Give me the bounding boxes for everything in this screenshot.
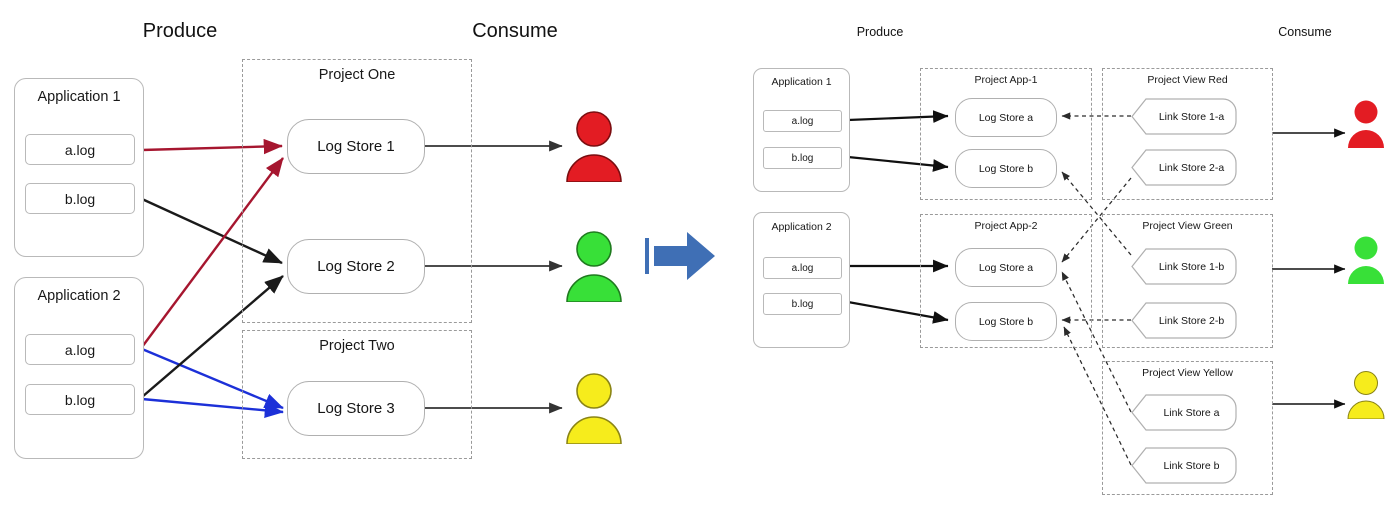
left-consume-header: Consume	[472, 20, 558, 42]
right-link-store-1-b[interactable]: Link Store 1-b	[1131, 248, 1238, 285]
left-application-2-title: Application 2	[37, 288, 121, 304]
right-project-view-yellow-title: Project View Yellow	[1142, 367, 1233, 379]
right-link-store-2-a-label: Link Store 2-a	[1158, 161, 1225, 174]
right-link-store-2-b[interactable]: Link Store 2-b	[1131, 302, 1238, 339]
right-project-app-2[interactable]: Project App-2	[920, 214, 1092, 348]
left-application-1-title: Application 1	[37, 89, 121, 105]
left-project-one-title: Project One	[318, 67, 396, 83]
right-link-store-1-a[interactable]: Link Store 1-a	[1131, 98, 1238, 135]
right-app2-log-store-a[interactable]: Log Store a	[955, 248, 1057, 287]
right-project-view-red-title: Project View Red	[1147, 74, 1228, 86]
right-project-view-green-title: Project View Green	[1142, 220, 1233, 232]
left-project-two[interactable]: Project Two	[242, 330, 472, 459]
right-application-1-title: Application 1	[771, 76, 832, 88]
right-link-store-2-a[interactable]: Link Store 2-a	[1131, 149, 1238, 186]
left-application-1[interactable]: Application 1 a.log b.log	[14, 78, 144, 257]
left-consumer-yellow	[562, 370, 626, 445]
right-link-store-a-label: Link Store a	[1163, 406, 1220, 419]
right-link-store-b-label: Link Store b	[1163, 459, 1220, 472]
right-project-view-red[interactable]: Project View Red	[1102, 68, 1273, 200]
right-project-app-1-title: Project App-1	[974, 74, 1038, 86]
left-application-2[interactable]: Application 2 a.log b.log	[14, 277, 144, 459]
right-produce-header: Produce	[856, 25, 904, 39]
right-project-app-2-title: Project App-2	[974, 220, 1038, 232]
left-project-two-title: Project Two	[319, 338, 395, 354]
transition-arrow-icon	[645, 228, 717, 284]
left-app1-file-a[interactable]: a.log	[25, 134, 135, 165]
right-consumer-red	[1345, 98, 1387, 148]
left-app1-file-b[interactable]: b.log	[25, 183, 135, 214]
right-consumer-yellow	[1345, 369, 1387, 420]
right-app1-log-store-b[interactable]: Log Store b	[955, 149, 1057, 188]
right-app1-log-store-a[interactable]: Log Store a	[955, 98, 1057, 137]
left-log-store-1[interactable]: Log Store 1	[287, 119, 425, 174]
right-app2-file-a[interactable]: a.log	[763, 257, 842, 279]
right-link-store-1-a-label: Link Store 1-a	[1158, 110, 1225, 123]
left-app2-file-b[interactable]: b.log	[25, 384, 135, 415]
right-app2-file-b[interactable]: b.log	[763, 293, 842, 315]
left-produce-header: Produce	[142, 20, 218, 42]
right-app2-log-store-b[interactable]: Log Store b	[955, 302, 1057, 341]
right-app1-file-b[interactable]: b.log	[763, 147, 842, 169]
right-link-store-b[interactable]: Link Store b	[1131, 447, 1238, 484]
right-consume-header: Consume	[1278, 25, 1332, 39]
left-consumer-red	[562, 108, 626, 183]
right-link-store-2-b-label: Link Store 2-b	[1158, 314, 1225, 327]
left-log-store-3[interactable]: Log Store 3	[287, 381, 425, 436]
right-application-1[interactable]: Application 1 a.log b.log	[753, 68, 850, 192]
right-project-view-green[interactable]: Project View Green	[1102, 214, 1273, 348]
right-application-2[interactable]: Application 2 a.log b.log	[753, 212, 850, 348]
left-consumer-green	[562, 228, 626, 303]
right-app1-file-a[interactable]: a.log	[763, 110, 842, 132]
left-project-one[interactable]: Project One	[242, 59, 472, 323]
right-project-view-yellow[interactable]: Project View Yellow	[1102, 361, 1273, 495]
right-project-app-1[interactable]: Project App-1	[920, 68, 1092, 200]
left-log-store-2[interactable]: Log Store 2	[287, 239, 425, 294]
right-link-store-1-b-label: Link Store 1-b	[1158, 260, 1225, 273]
right-link-store-a[interactable]: Link Store a	[1131, 394, 1238, 431]
right-consumer-green	[1345, 234, 1387, 284]
left-app2-file-a[interactable]: a.log	[25, 334, 135, 365]
right-application-2-title: Application 2	[771, 221, 832, 233]
